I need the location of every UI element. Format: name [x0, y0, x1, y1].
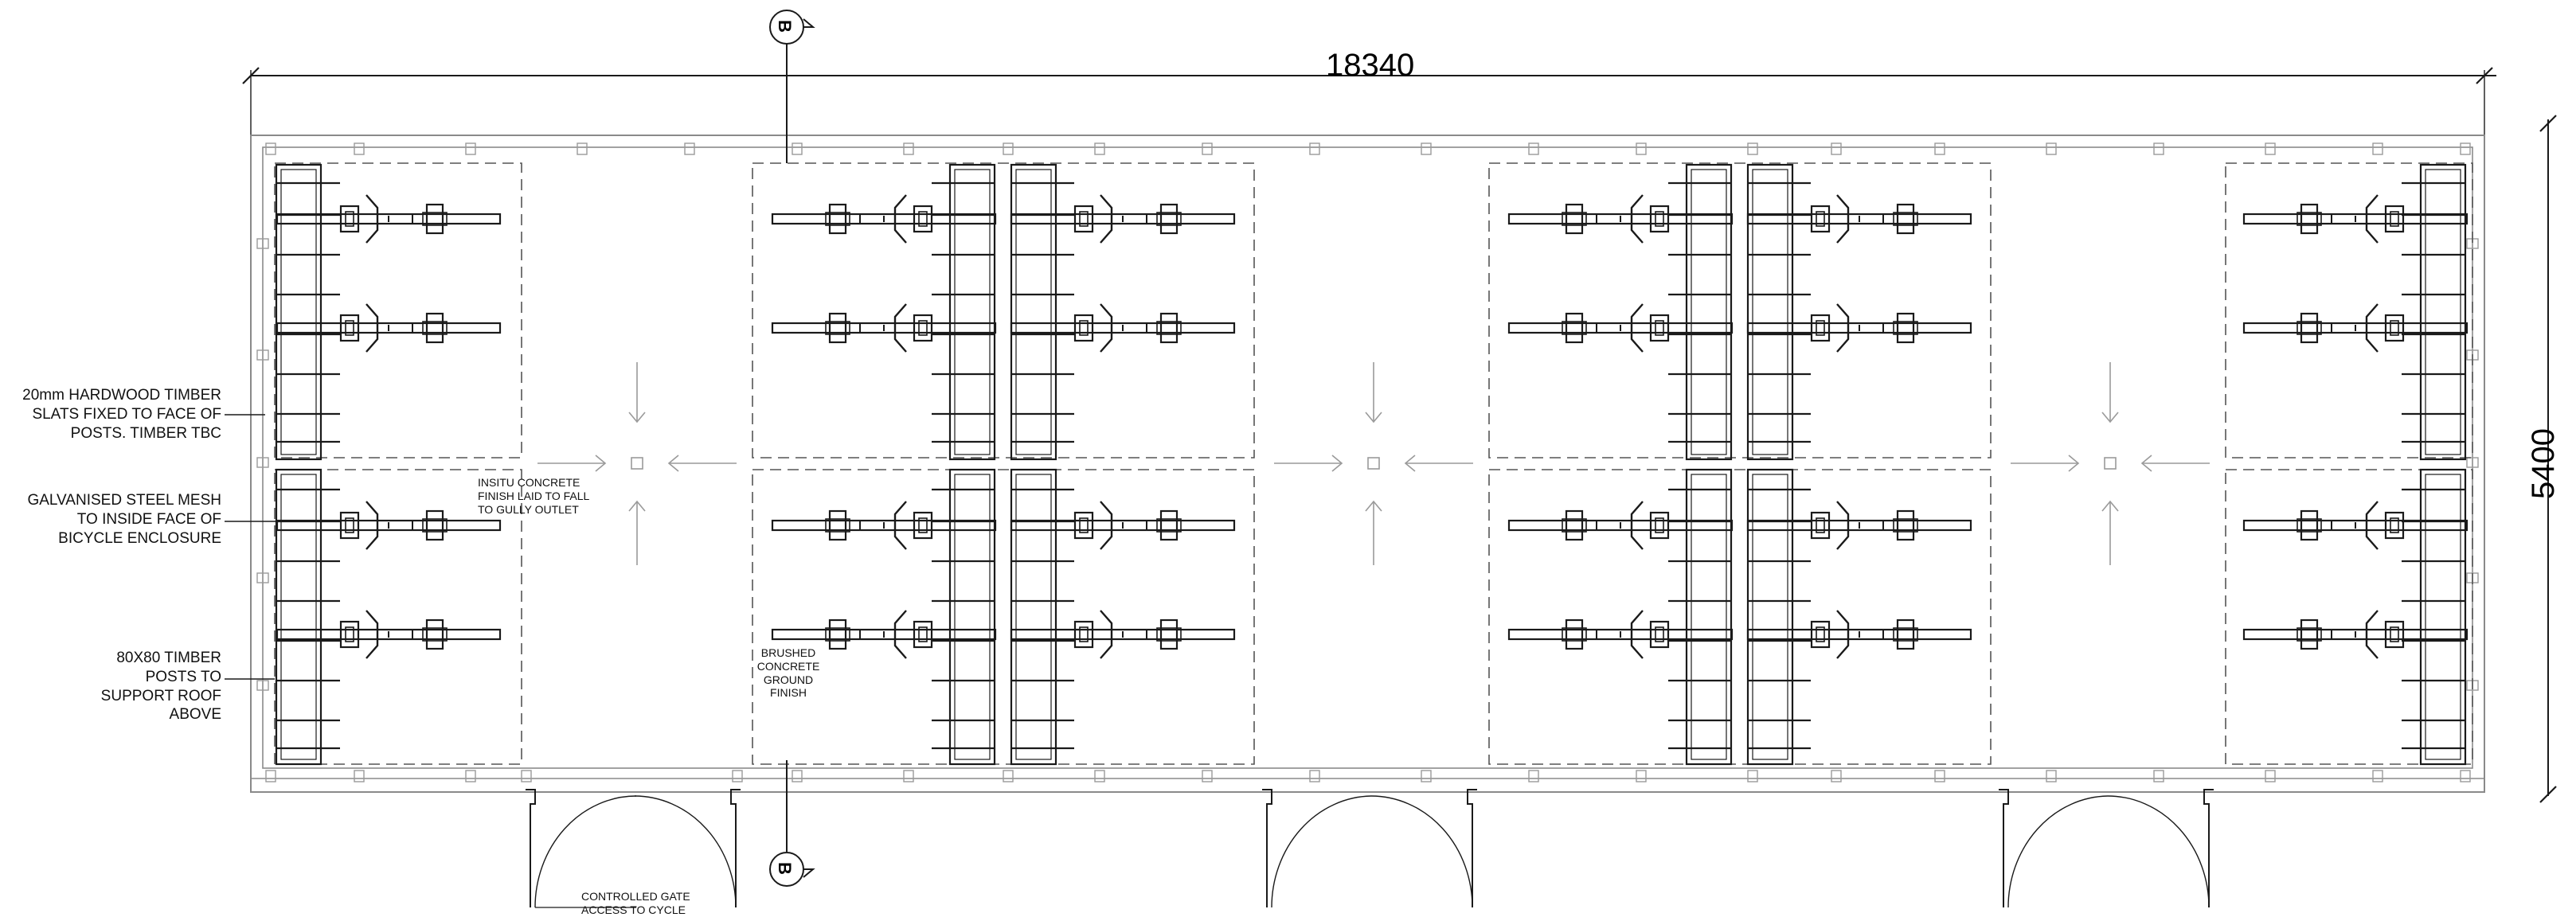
bicycles — [276, 193, 2469, 660]
note-insitu-line-1: INSITU CONCRETE — [478, 476, 580, 489]
note-timber-slats-line-2: SLATS FIXED TO FACE OF — [32, 405, 221, 423]
note-timber-slats-line-1: 20mm HARDWOOD TIMBER — [22, 387, 221, 404]
fall-arrows — [537, 362, 2210, 565]
note-leaders — [225, 414, 279, 680]
note-steel-mesh-line-3: BICYCLE ENCLOSURE — [58, 529, 221, 547]
note-timber-slats-line-3: POSTS. TIMBER TBC — [70, 424, 221, 442]
note-timber-posts: 80X80 TIMBER POSTS TO SUPPORT ROOF ABOVE — [101, 649, 221, 724]
section-marker-top: B — [774, 20, 795, 33]
note-insitu-line-2: FINISH LAID TO FALL — [478, 489, 590, 502]
note-insitu-line-3: TO GULLY OUTLET — [478, 502, 579, 516]
note-insitu-concrete: INSITU CONCRETE FINISH LAID TO FALL TO G… — [478, 476, 589, 516]
section-marker-bottom: B — [774, 862, 795, 875]
note-steel-mesh: GALVANISED STEEL MESH TO INSIDE FACE OF … — [27, 491, 221, 548]
timber-posts-top — [265, 142, 2471, 155]
rack-crossbars — [276, 181, 2465, 750]
note-brushed-line-3: GROUND — [763, 673, 814, 686]
note-brushed-line-2: CONCRETE — [756, 659, 820, 673]
note-controlled-gate: CONTROLLED GATE ACCESS TO CYCLE — [581, 890, 690, 917]
note-timber-posts-line-4: ABOVE — [169, 706, 221, 724]
note-steel-mesh-line-2: TO INSIDE FACE OF — [76, 510, 221, 528]
overall-length-dimension — [242, 67, 2496, 143]
overall-depth-dimension — [2539, 115, 2557, 803]
overall-length-label: 18340 — [1326, 48, 1415, 83]
overall-depth-label: 5400 — [2525, 428, 2561, 499]
note-timber-posts-line-3: SUPPORT ROOF — [100, 687, 221, 704]
note-timber-posts-line-2: POSTS TO — [145, 668, 221, 685]
note-brushed-line-1: BRUSHED — [760, 646, 816, 659]
note-gate-line-2: ACCESS TO CYCLE — [581, 903, 686, 916]
note-timber-posts-line-1: 80X80 TIMBER — [116, 650, 221, 666]
note-brushed-line-4: FINISH — [770, 686, 807, 700]
gates — [526, 789, 2214, 908]
note-gate-line-1: CONTROLLED GATE — [581, 890, 690, 903]
bay-outlines — [274, 162, 2473, 765]
note-brushed-concrete: BRUSHED CONCRETE GROUND FINISH — [752, 646, 824, 700]
note-steel-mesh-line-1: GALVANISED STEEL MESH — [27, 492, 221, 509]
note-timber-slats: 20mm HARDWOOD TIMBER SLATS FIXED TO FACE… — [22, 386, 221, 443]
timber-posts-bottom — [265, 770, 2471, 782]
section-line-b — [769, 10, 815, 887]
